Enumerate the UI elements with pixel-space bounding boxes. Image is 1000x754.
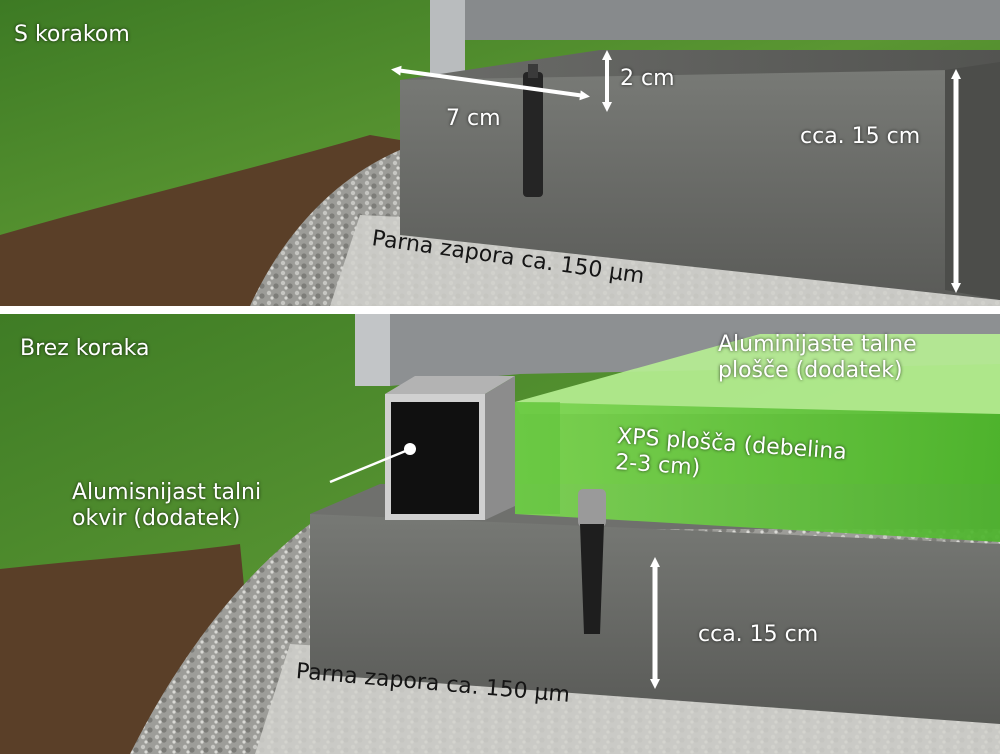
slab-side	[945, 62, 1000, 300]
frame-cavity	[391, 402, 479, 514]
frame-leader-dot	[404, 443, 416, 455]
frame-side	[485, 376, 515, 520]
panel-title: S korakom	[14, 22, 130, 47]
xps-top	[515, 334, 1000, 414]
width-label: 7 cm	[446, 106, 501, 131]
panel-with-step: S korakom 7 cm 2 cm cca. 15 cm Parna zap…	[0, 0, 1000, 306]
house-floor-edge	[390, 314, 1000, 386]
floor-plates-label: Aluminijaste talne plošče (dodatek)	[718, 332, 917, 383]
height-label: cca. 15 cm	[800, 124, 921, 149]
house-floor-edge	[465, 0, 1000, 40]
concrete-slab	[400, 70, 1000, 300]
panel-divider	[0, 306, 1000, 314]
anchor-head	[528, 64, 538, 78]
anchor-dowel	[580, 524, 604, 634]
panel-without-step-illustration	[0, 314, 1000, 754]
frame-leader-line	[329, 448, 409, 484]
house-wall	[430, 0, 465, 80]
width-dimension-arrow	[391, 65, 590, 101]
screw-head	[578, 489, 606, 527]
anchor-bolt	[523, 72, 543, 197]
panel-without-step: Brez koraka Aluminijaste talne plošče (d…	[0, 314, 1000, 754]
house-wall	[355, 314, 390, 386]
step-label: 2 cm	[620, 66, 675, 91]
height-label: cca. 15 cm	[698, 622, 819, 647]
xps-edge	[515, 402, 560, 514]
panel-title: Brez koraka	[20, 336, 150, 361]
xps-board	[515, 402, 1000, 542]
panel-with-step-illustration	[0, 0, 1000, 306]
frame-label: Alumisnijast talni okvir (dodatek)	[72, 480, 262, 531]
frame-top	[385, 376, 515, 394]
